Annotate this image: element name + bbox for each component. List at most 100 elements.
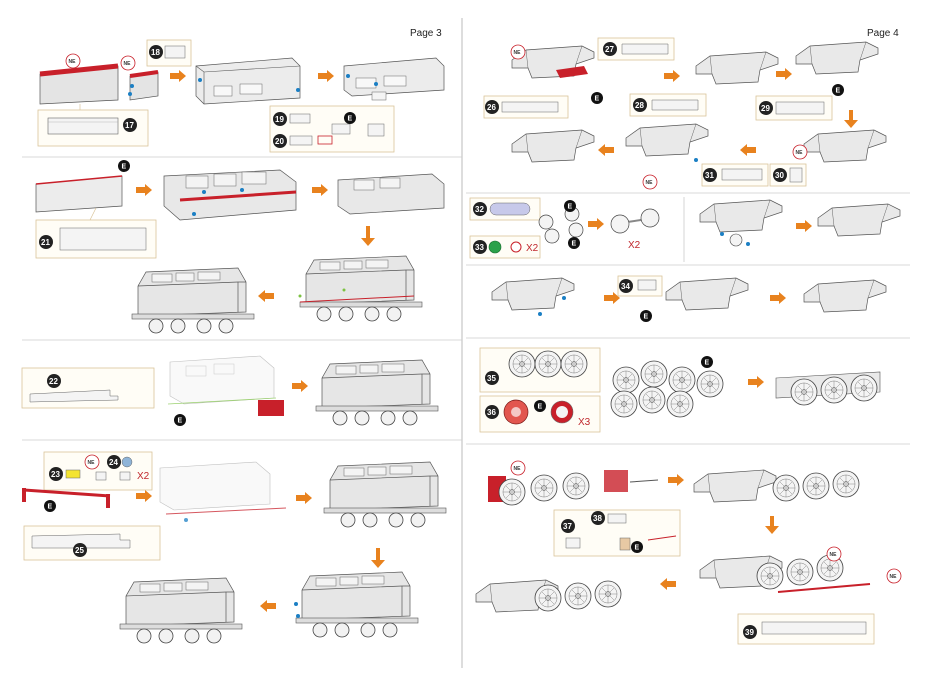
arrow-icon: [796, 220, 812, 232]
step-21-tender-body: [163, 169, 297, 221]
arrow-icon: [660, 578, 676, 590]
red-part: [258, 400, 284, 416]
wheels-complete: [775, 371, 881, 406]
svg-text:38: 38: [593, 514, 602, 523]
step-37-38-callout: 37 38 E: [553, 509, 681, 557]
arrow-icon: [258, 290, 274, 302]
arrow-icon: [312, 184, 328, 196]
multiplier-label: X2: [137, 471, 150, 482]
arrow-icon: [296, 492, 312, 504]
step-number: 17: [125, 121, 134, 130]
step-29-assembly: E 29: [755, 41, 879, 121]
arrow-icon: [770, 292, 786, 304]
step-18-callout: 18: [146, 39, 192, 67]
svg-text:34: 34: [621, 282, 630, 291]
svg-text:33: 33: [475, 243, 484, 252]
step-18-assembly: [195, 57, 301, 105]
svg-text:E: E: [122, 164, 127, 171]
svg-text:E: E: [836, 88, 841, 95]
chassis-step-39: NE NE 39: [699, 546, 902, 645]
svg-text:E: E: [538, 404, 543, 411]
step-34-assembly: 34 E: [617, 275, 749, 322]
arrow-icon: [361, 226, 375, 246]
arrow-icon: [588, 218, 604, 230]
arrow-icon: [598, 144, 614, 156]
svg-text:35: 35: [487, 374, 496, 383]
svg-text:30: 30: [775, 171, 784, 180]
e-marker: E: [348, 116, 353, 123]
svg-text:36: 36: [487, 408, 496, 417]
svg-text:27: 27: [605, 45, 614, 54]
step-35-36-callout: 35 36 E X3: [479, 347, 601, 433]
arrow-icon: [136, 184, 152, 196]
svg-text:39: 39: [745, 628, 754, 637]
svg-text:E: E: [572, 241, 577, 248]
svg-text:NE: NE: [124, 61, 132, 67]
frame-step-34-complete: [803, 279, 887, 313]
svg-text:28: 28: [635, 101, 644, 110]
arrow-icon: [740, 144, 756, 156]
chassis-step-37: [693, 469, 860, 503]
step-32-33-callout: 32 33 X2: [469, 197, 541, 259]
svg-text:23: 23: [51, 470, 60, 479]
arrow-icon: [170, 70, 186, 82]
frame-step-31-complete: [511, 129, 595, 163]
svg-text:NE: NE: [830, 552, 838, 558]
step-22-callout: 22: [21, 367, 155, 409]
svg-text:X2: X2: [628, 240, 641, 251]
svg-text:NE: NE: [890, 574, 898, 580]
step-25-ghost-tender: [159, 461, 287, 522]
svg-text:E: E: [644, 314, 649, 321]
svg-text:32: 32: [475, 205, 484, 214]
svg-text:26: 26: [487, 103, 496, 112]
frame-step-34-start: [491, 277, 575, 316]
step-30-assembly: NE 30: [769, 129, 887, 187]
page-label-left: Page 3: [410, 28, 442, 39]
step-19-20-assembly: 19 20 E: [269, 57, 445, 153]
arrow-icon: [136, 490, 152, 502]
arrow-icon: [318, 70, 334, 82]
arrow-icon: [765, 516, 779, 534]
arrow-icon: [664, 70, 680, 82]
svg-text:E: E: [705, 360, 710, 367]
arrow-icon: [604, 292, 620, 304]
svg-text:21: 21: [41, 238, 50, 247]
step-23-24-callout: 23 NE 24 X2: [43, 451, 153, 491]
svg-text:NE: NE: [796, 150, 804, 156]
arrow-icon: [776, 68, 792, 80]
svg-text:37: 37: [563, 522, 572, 531]
frame-with-wheels: [699, 199, 783, 247]
frame-wheels-complete: [817, 203, 901, 237]
arrow-icon: [748, 376, 764, 388]
tender-step-22-complete: [315, 359, 439, 426]
svg-text:X2: X2: [526, 243, 539, 254]
step-number: 18: [151, 48, 160, 57]
arrow-icon: [260, 600, 276, 612]
wheelset-assembly: E E: [538, 200, 584, 249]
tender-final-left: [119, 577, 243, 644]
svg-text:NE: NE: [88, 460, 96, 466]
frame-step-28: [695, 51, 779, 85]
svg-text:25: 25: [75, 546, 84, 555]
step-25-frame: E 25: [22, 488, 161, 561]
svg-text:31: 31: [705, 171, 714, 180]
tender-assembled: [131, 267, 255, 334]
svg-text:NE: NE: [646, 180, 654, 186]
arrow-icon: [292, 380, 308, 392]
svg-text:29: 29: [761, 104, 770, 113]
svg-text:NE: NE: [514, 50, 522, 56]
svg-text:E: E: [48, 504, 53, 511]
svg-text:X3: X3: [578, 417, 591, 428]
svg-text:19: 19: [275, 115, 284, 124]
svg-text:E: E: [595, 96, 600, 103]
step-21-assembly: E 21: [35, 160, 157, 259]
chassis-with-red-part: NE: [488, 460, 659, 506]
ne-marker: NE: [69, 59, 77, 65]
svg-text:NE: NE: [514, 466, 522, 472]
svg-text:24: 24: [109, 458, 118, 467]
tender-step-25: [323, 461, 447, 528]
wheelset-complete: X2: [610, 208, 660, 251]
step-26-28-assembly: NE E 27 26 28: [483, 37, 707, 119]
step-31-assembly: NE 31: [625, 123, 769, 190]
